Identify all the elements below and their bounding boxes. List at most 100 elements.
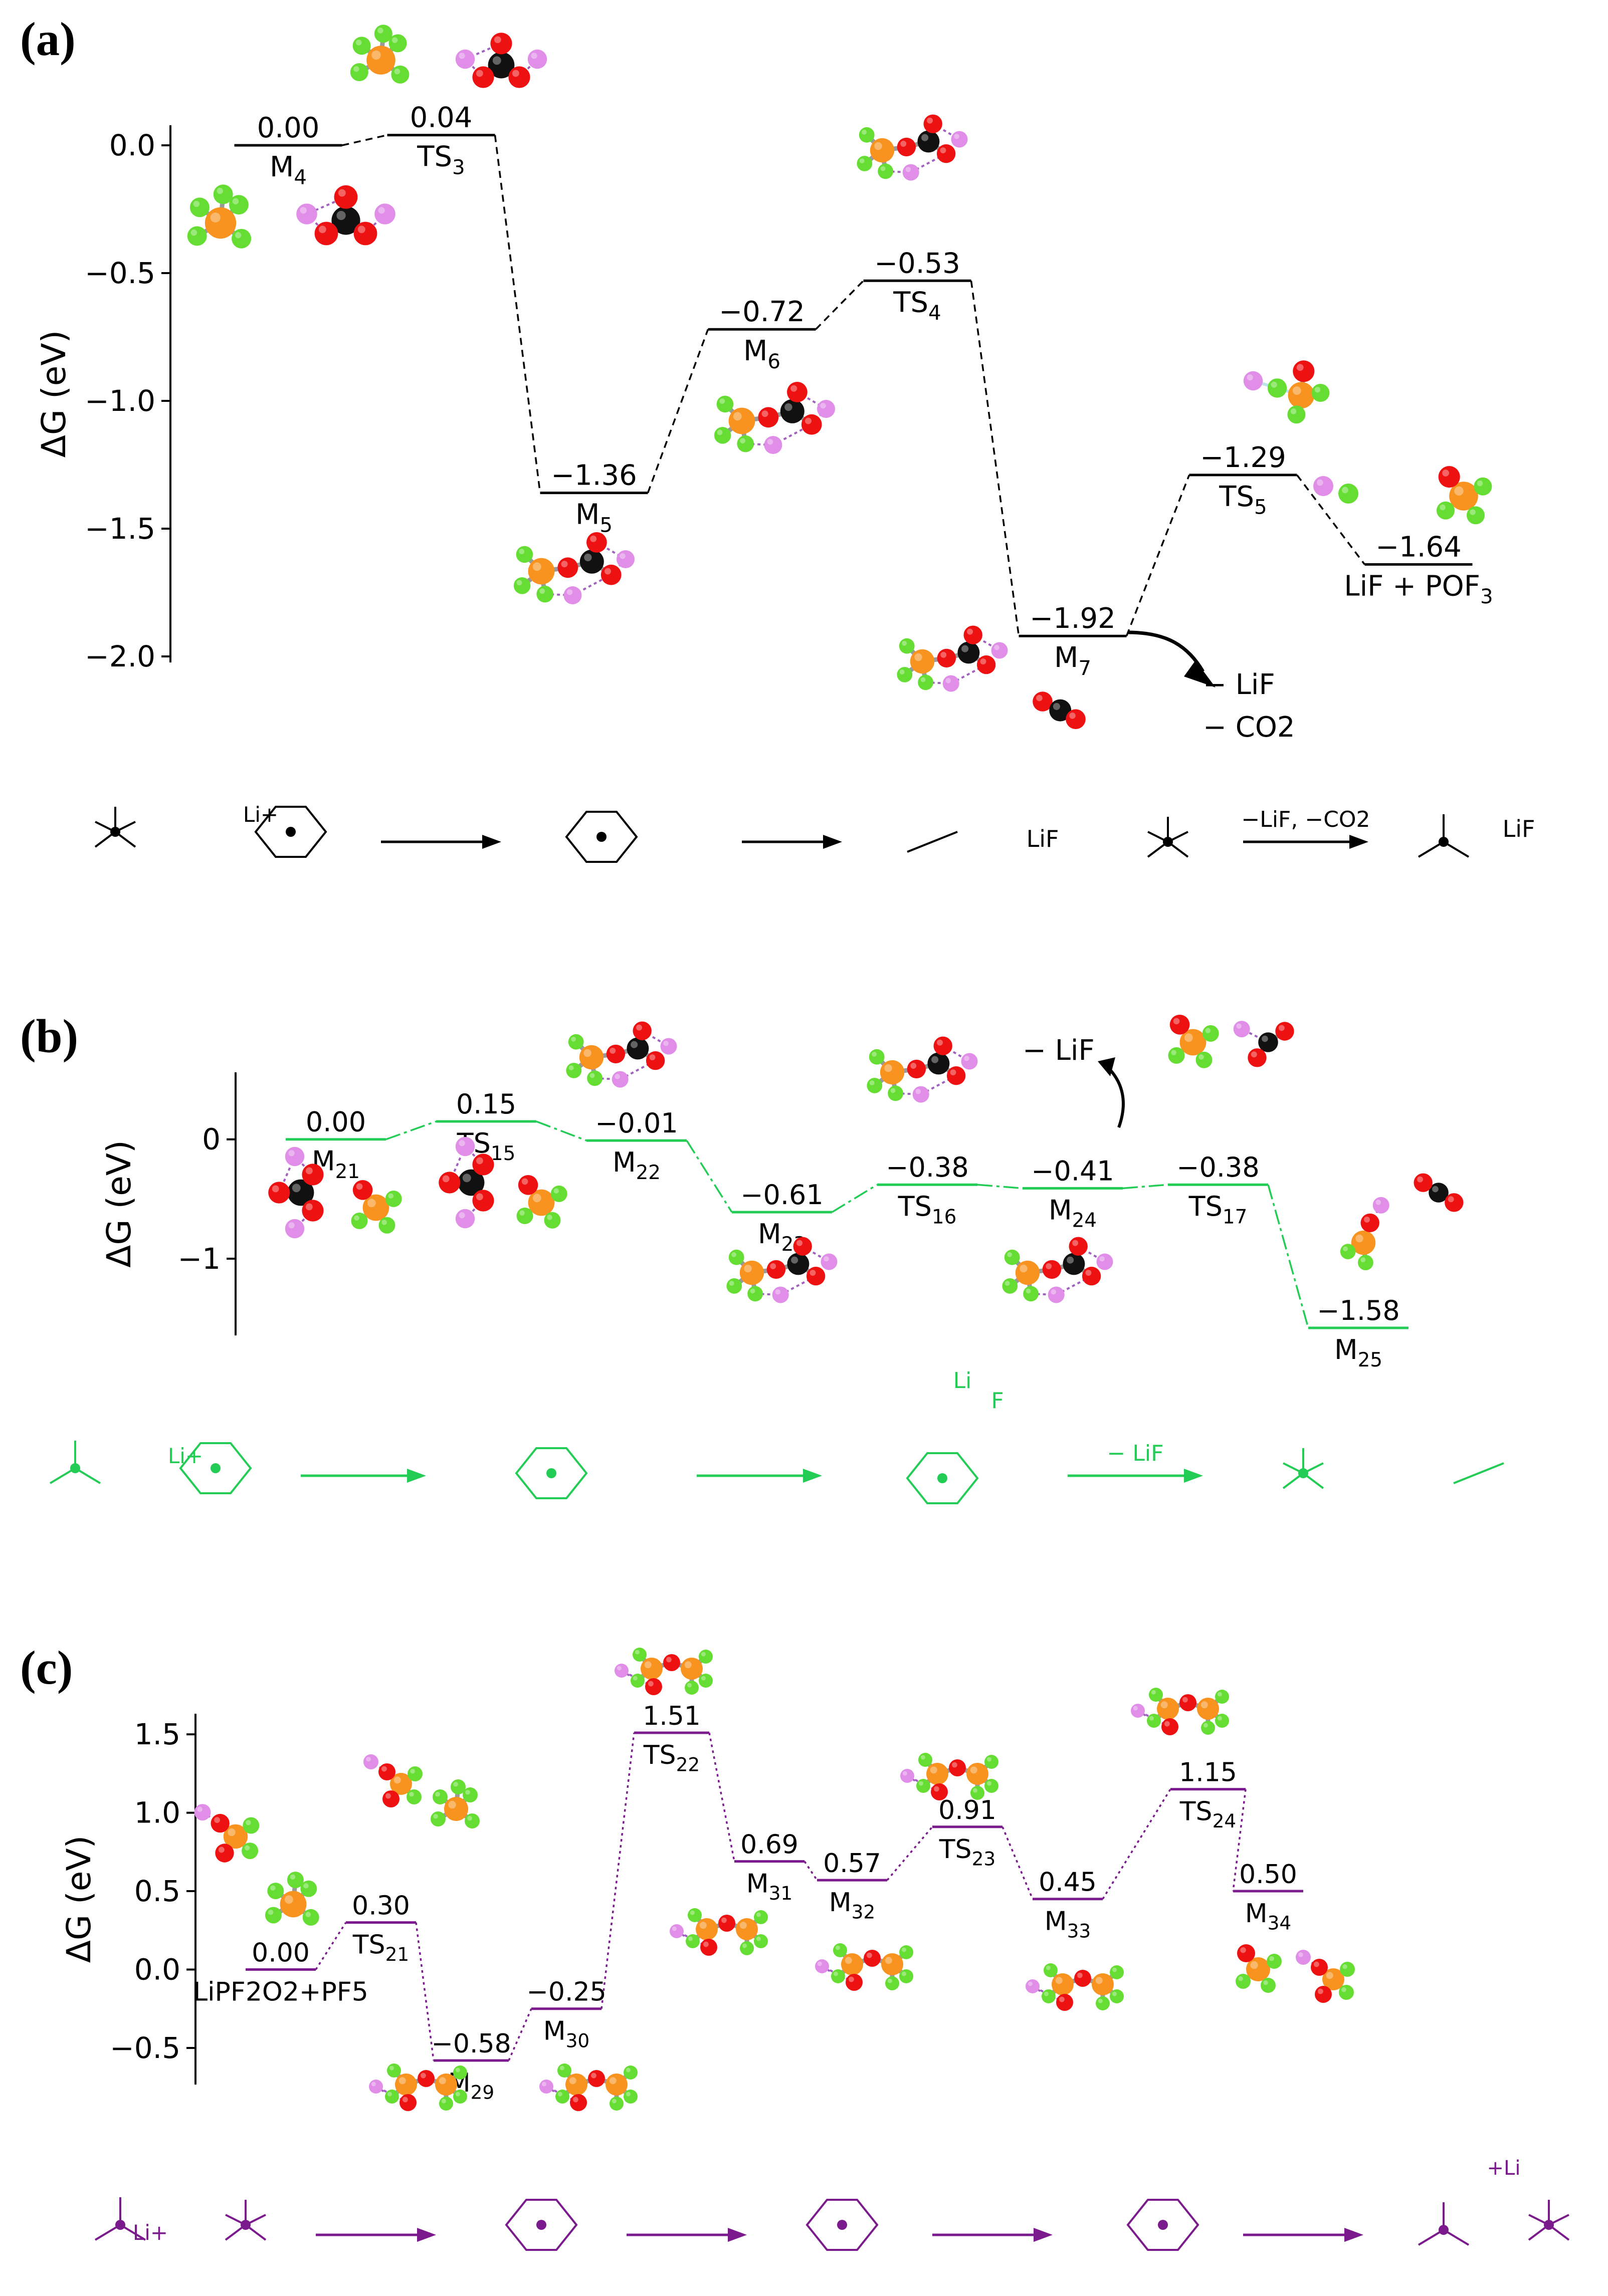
atom-f [557,2063,571,2078]
state-name-label-main: M [1045,1907,1067,1937]
scheme-a-carbonate [254,806,327,858]
atom-highlight [617,1666,622,1671]
atom-highlight [902,640,907,646]
atom-highlight [1112,1991,1117,1996]
atom-f-ball [624,2090,638,2104]
atom-f [453,2065,467,2080]
atom-highlight [887,1978,892,1983]
atom-highlight [442,1175,450,1183]
atom-o-ball [963,625,982,644]
atom-li-ball [455,1209,475,1229]
atom-f [624,2065,638,2080]
scheme-center-atom [1544,2220,1554,2230]
atom-p [1246,1957,1270,1981]
atom-li-ball [617,550,635,568]
y-tick-label: 1.0 [134,1796,180,1830]
atom-f-ball [431,1811,446,1826]
elimination-arrowhead [1184,660,1216,687]
level-connector [1232,1789,1247,1892]
scheme-arrowhead [482,835,501,849]
atom-li [991,642,1008,659]
atom-li [942,675,959,692]
atom-highlight [1240,1947,1246,1953]
atom-li [1096,1253,1113,1270]
coordination-bond [545,593,573,596]
atom-p [1157,1698,1179,1720]
atom-highlight [338,189,346,197]
atom-li [1233,1021,1250,1038]
structure-lif-li [1313,476,1333,496]
energy-value-label: 0.57 [823,1849,881,1879]
atom-li [615,1664,629,1678]
atom-f-ball [232,228,252,249]
level-connector [886,1826,933,1881]
atom-highlight [921,134,929,141]
atom-f-ball [1215,1714,1229,1728]
atom-o-ball [846,1974,863,1991]
atom-p [366,46,395,75]
atom-highlight [1417,1176,1424,1183]
atom-f-ball [513,577,531,594]
atom-o-ball [314,221,338,246]
atom-f-ball [859,127,875,143]
atom-p [739,1260,764,1285]
atom-highlight [633,1676,638,1681]
panel-label: (c) [20,1641,73,1694]
atom-highlight [1173,1018,1180,1025]
structure-ts17-pof3 [1168,1015,1219,1068]
structure-ts15-carbonate [439,1136,494,1229]
atom-f [385,1190,402,1207]
atom-highlight [1298,1952,1303,1957]
atom-highlight [690,1910,695,1915]
atom-o [633,1021,652,1040]
energy-value-label: 0.30 [352,1891,410,1921]
atom-o-ball [949,1759,966,1776]
atom-highlight [492,56,501,65]
energy-value-label: −1.58 [1317,1295,1399,1326]
atom-o [1414,1173,1433,1192]
state-name-label-sub: 3 [1480,585,1493,608]
atom-li-ball [285,1219,305,1239]
atom-p [1351,1230,1376,1255]
atom-highlight [1171,1050,1176,1055]
energy-value-label: −0.38 [1176,1152,1259,1183]
atom-highlight [353,66,359,72]
atom-o [758,407,779,428]
scheme-center-atom [1439,2225,1449,2235]
atom-f [1002,1278,1018,1294]
atom-f-ball [267,1883,284,1900]
atom-p [1322,1968,1344,1990]
atom-highlight [1036,695,1043,702]
atom-highlight [1236,1023,1242,1029]
atom-o-ball [946,1066,966,1085]
state-name-label-main: TS [352,1930,385,1960]
atom-li [902,164,919,181]
atom-o-ball [586,532,607,553]
atom-f [899,1945,913,1959]
atom-p [1052,1973,1074,1995]
atom-f [265,1907,282,1924]
atom-highlight [620,553,626,559]
atom-highlight [305,1203,313,1211]
atom-o [1042,1260,1062,1279]
atom-o-ball [1293,360,1315,382]
atom-highlight [388,1193,394,1199]
atom-o-ball [937,648,956,668]
atom-p-ball [681,1658,703,1680]
atom-highlight [649,1054,656,1061]
scheme-center-atom [1439,837,1449,847]
atom-highlight [610,1047,616,1054]
atom-f-ball [716,395,734,413]
atom-highlight [796,1240,803,1246]
atom-highlight [900,140,907,147]
structure-ts24 [1131,1688,1229,1735]
atom-f [1195,1051,1213,1068]
structure-ts4 [857,114,968,181]
panel-a-annotations: − LiF− CO2 [1127,630,1295,744]
atom-highlight [1247,374,1253,381]
atom-highlight [1375,1200,1381,1205]
atom-f [869,1049,885,1065]
atom-highlight [410,1768,415,1774]
atom-o-ball [490,33,512,55]
